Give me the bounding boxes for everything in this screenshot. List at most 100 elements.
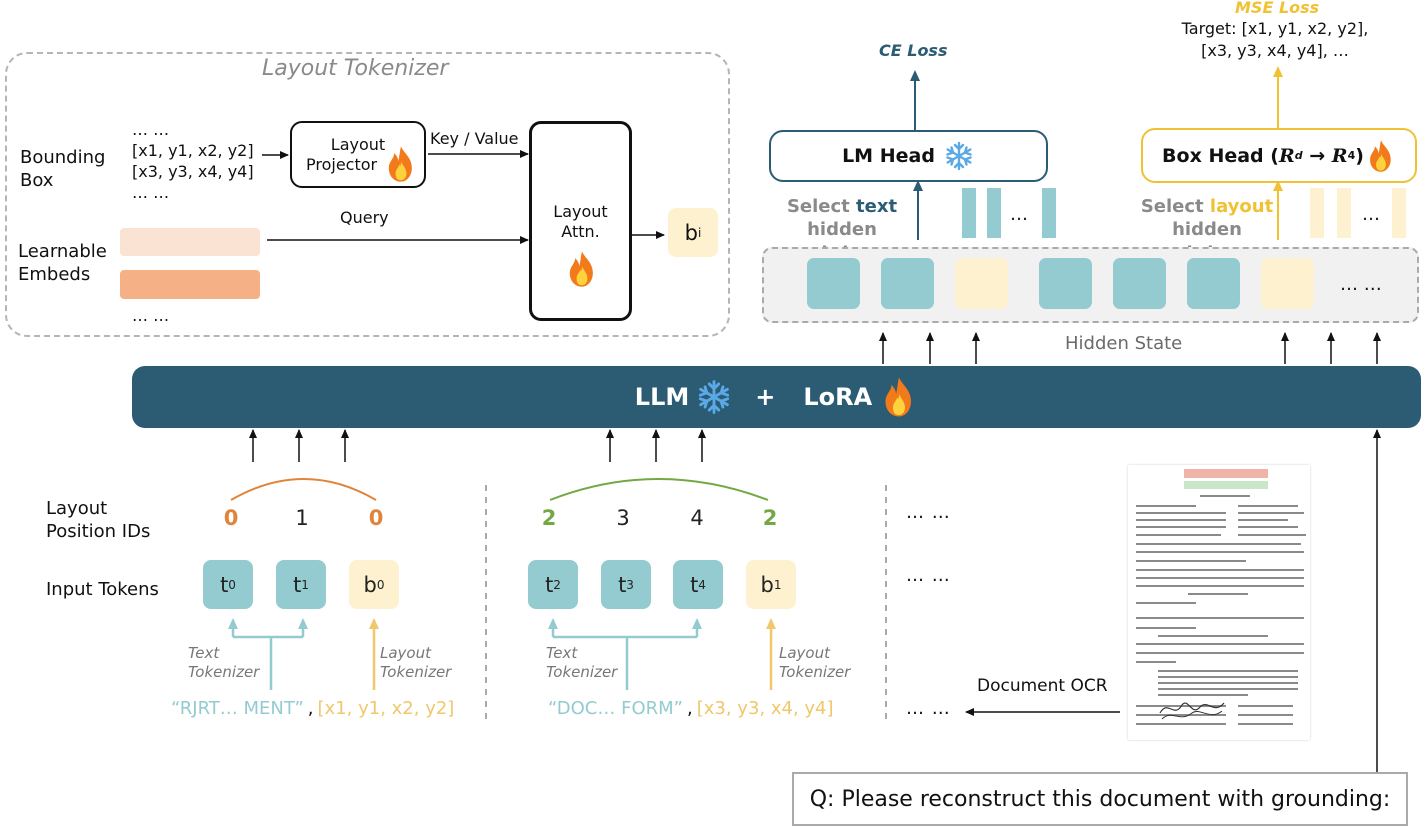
hidden-state-cell — [807, 258, 860, 309]
llm-to-hidden-arrows — [879, 332, 1381, 364]
snowflake-icon — [943, 140, 975, 172]
coords-line-1: [x1, y1, x2, y2] — [132, 141, 254, 160]
layout-attention-box: Layout Attn. — [529, 121, 632, 321]
selected-text-state-2 — [987, 188, 1001, 238]
position-id: 0 — [223, 506, 239, 530]
target-line-1: Target: [x1, y1, x2, y2], — [1181, 19, 1369, 38]
token-sub: 0 — [376, 577, 385, 592]
bbox-coordinates: … … [x1, y1, x2, y2] [x3, y3, x4, y4] … … — [132, 119, 254, 203]
hidden-state-cell — [1187, 258, 1240, 309]
position-arc-group2 — [549, 478, 769, 501]
select-layout-pre: Select — [1140, 196, 1210, 217]
source-box-2: [x3, y3, x4, y4] — [696, 698, 834, 719]
position-id: 4 — [690, 506, 704, 530]
hidden-state-label: Hidden State — [1065, 333, 1183, 354]
token-sub: 2 — [553, 577, 561, 592]
token-base: b — [760, 572, 774, 597]
selected-text-state-1 — [962, 188, 976, 238]
source-box-1: [x1, y1, x2, y2] — [317, 698, 455, 719]
position-ids-line2: Position IDs — [46, 521, 151, 542]
layout-tokenizer-title: Layout Tokenizer — [262, 56, 449, 81]
learnable-embeds-label: Learnable Embeds — [18, 240, 107, 286]
output-token-base: b — [684, 220, 698, 245]
box-head-arrow: → — [1302, 144, 1332, 167]
position-id: 3 — [616, 506, 630, 530]
coords-ellipsis-top: … … — [132, 120, 170, 139]
token-base: t — [220, 572, 229, 597]
token-sub: 4 — [698, 577, 706, 592]
hidden-state-dots: … … — [1340, 274, 1382, 295]
token-sub: 3 — [626, 577, 634, 592]
inputs-to-llm-arrows — [249, 429, 706, 462]
position-id: 0 — [368, 506, 384, 530]
output-token-sub: i — [698, 225, 702, 240]
learnable-embed-2 — [120, 270, 260, 299]
projector-label-line2: Projector — [306, 155, 378, 174]
bounding-box-label-line2: Box — [20, 170, 54, 191]
select-text-word: text — [856, 196, 898, 217]
token-sub: 0 — [228, 577, 236, 592]
group3-ellipsis-tokens: … … — [906, 565, 951, 586]
source-text-2: “DOC… FORM” — [548, 698, 683, 719]
fire-icon — [880, 376, 918, 418]
token-base: t — [293, 572, 302, 597]
box-head-r4-sup: 4 — [1347, 149, 1356, 162]
hidden-state-cell — [1113, 258, 1166, 309]
lm-head-label: LM Head — [842, 145, 935, 167]
query-label: Query — [340, 208, 389, 227]
layout-projector-box: Layout Projector — [290, 121, 426, 188]
learnable-embeds-line1: Learnable — [18, 241, 107, 262]
position-id: 2 — [762, 506, 778, 530]
token-base: t — [545, 572, 554, 597]
group3-ellipsis-ids: … … — [906, 502, 951, 523]
bounding-box-label-line1: Bounding — [20, 147, 106, 168]
box-head-close: ) — [1355, 144, 1364, 167]
ce-loss-label: CE Loss — [879, 41, 948, 60]
hidden-state-cell — [1261, 258, 1314, 309]
position-arc-group1 — [230, 478, 377, 501]
coords-ellipsis-bottom: … … — [132, 183, 170, 202]
target-line-2: [x3, y3, x4, y4], … — [1201, 41, 1349, 60]
select-layout-word: layout — [1209, 196, 1274, 217]
text-tokenizer-fork-1 — [228, 618, 308, 690]
llm-label: LLM — [634, 383, 690, 411]
token-sub: 1 — [773, 577, 782, 592]
source-text-1: “RJRT… MENT” — [171, 698, 304, 719]
question-prompt-box: Q: Please reconstruct this document with… — [792, 772, 1408, 826]
source-snippet-2: “DOC… FORM”,[x3, y3, x4, y4] — [548, 698, 834, 719]
hidden-state-cell — [1039, 258, 1092, 309]
doc-header-highlight — [1184, 481, 1268, 489]
hidden-state-cell — [955, 258, 1008, 309]
fire-icon — [1366, 139, 1396, 173]
key-value-label: Key / Value — [430, 129, 519, 148]
learnable-embeds-line2: Embeds — [18, 264, 91, 285]
group3-ellipsis-source: … … — [906, 698, 951, 719]
selected-text-dots: … — [1010, 204, 1028, 225]
position-id: 1 — [295, 506, 309, 530]
box-head-rd-sup: d — [1294, 149, 1303, 162]
token-base: t — [690, 572, 699, 597]
doc-signature — [1159, 702, 1225, 720]
attn-label-line1: Layout — [553, 202, 608, 221]
box-head-label: Box Head ( — [1162, 144, 1279, 167]
token-base: b — [363, 572, 377, 597]
embeds-ellipsis: … … — [132, 306, 170, 325]
fire-icon — [384, 145, 418, 188]
lora-label: LoRA — [803, 383, 873, 411]
layout-position-ids-label: Layout Position IDs — [46, 497, 150, 543]
select-text-pre: Select — [786, 196, 857, 217]
selected-layout-dots: … — [1362, 204, 1380, 225]
box-head-r4: R — [1331, 144, 1348, 167]
selected-layout-state-2 — [1337, 188, 1351, 238]
projector-label-line1: Layout — [330, 135, 386, 154]
token-sub: 1 — [301, 577, 309, 592]
